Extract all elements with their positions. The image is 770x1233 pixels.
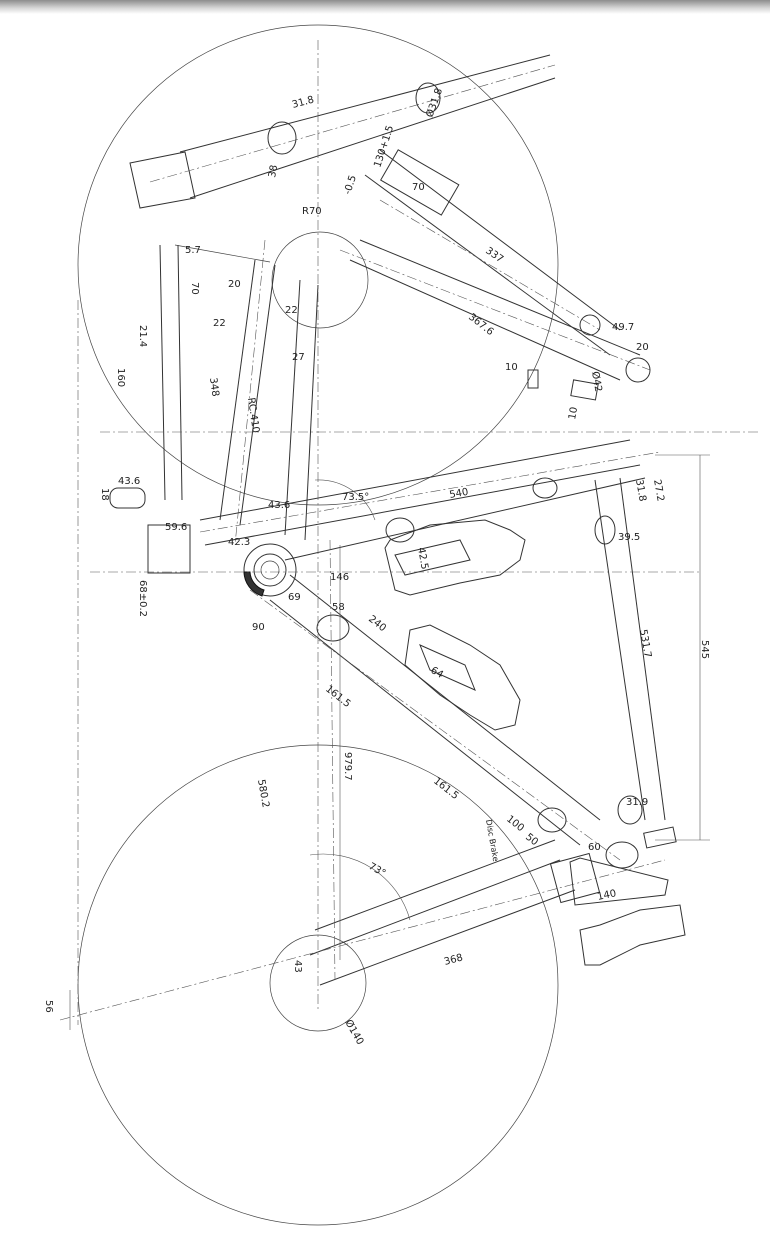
label-d318-right: 31.8 [633, 479, 648, 503]
label-d10a: 10 [505, 362, 518, 373]
label-d146: 146 [330, 572, 349, 583]
label-d540: 540 [449, 487, 470, 501]
label-d68: 68±0.2 [137, 580, 148, 617]
label-d90: 90 [252, 622, 265, 633]
label-d436a: 43.6 [118, 476, 140, 487]
label-phi318-top: Ø31.8 [424, 87, 446, 119]
label-d57: 5.7 [185, 245, 201, 256]
label-d3676: 367.6 [466, 312, 495, 338]
label-d10b: 10 [567, 406, 580, 420]
label-disc: Disc Brake [484, 819, 500, 862]
label-d100: 100 [504, 814, 526, 834]
label-d69: 69 [288, 592, 301, 603]
label-d130: 130+1.5 [372, 124, 396, 169]
label-d5802: 580.2 [255, 779, 271, 809]
label-d64: 64 [429, 665, 446, 681]
label-d58: 58 [332, 602, 345, 613]
label-d368: 368 [443, 952, 464, 968]
label-d272: 27.2 [651, 479, 666, 503]
label-d423: 42.3 [228, 537, 250, 548]
top-shadow-bar [0, 0, 770, 14]
label-d42: Ø42 [589, 370, 604, 392]
label-d240: 240 [366, 614, 388, 634]
handlebar-group [129, 54, 556, 209]
bottom-bracket-group [243, 543, 297, 597]
label-d50: 50 [523, 832, 540, 849]
label-d1615a: 161.5 [323, 684, 352, 710]
label-a73: 73° [367, 861, 388, 879]
label-r70: R70 [302, 206, 322, 217]
label-d60: 60 [588, 842, 601, 853]
label-d214: 21.4 [137, 325, 148, 347]
label-d395: 39.5 [618, 532, 640, 543]
dimension-labels: 31.8 Ø31.8 38 R70 130+1.5 -0.5 70 337 36… [43, 87, 710, 1047]
label-a735: 73.5° [342, 492, 369, 503]
label-d20-left: 20 [228, 279, 241, 290]
label-d05: -0.5 [342, 174, 358, 196]
fork-upper-group [339, 149, 651, 401]
label-d497: 49.7 [612, 322, 634, 333]
label-d22b: 22 [285, 305, 298, 316]
label-d5317: 531.7 [637, 629, 653, 659]
label-d27: 27 [292, 352, 305, 363]
headset-circle [271, 231, 369, 329]
water-bottle-group [384, 519, 526, 731]
rear-triangle-group [59, 826, 686, 1021]
label-rc410: RC.410 [245, 397, 261, 434]
label-d319: 31.9 [626, 797, 648, 808]
seat-angle-arc [309, 853, 411, 921]
label-d348: 348 [207, 377, 221, 397]
label-d337: 337 [483, 245, 505, 265]
head-angle-arc [314, 479, 376, 521]
label-d1615b: 161.5 [431, 776, 460, 802]
seat-tube-group [109, 239, 319, 574]
label-d43: 43 [292, 960, 303, 973]
label-d20-right: 20 [636, 342, 649, 353]
label-d22a: 22 [213, 318, 226, 329]
label-d160: 160 [115, 368, 126, 387]
label-d436b: 43.6 [268, 500, 290, 511]
label-d38: 38 [267, 164, 280, 178]
label-d545: 545 [699, 640, 710, 659]
center-lines-group [69, 40, 760, 1030]
label-d56: 56 [43, 1000, 54, 1013]
label-d596: 59.6 [165, 522, 187, 533]
label-d140: 140 [596, 888, 617, 903]
label-d9797: 979.7 [342, 752, 353, 781]
label-d18: 18 [99, 488, 110, 501]
label-d70-left: 70 [189, 282, 200, 295]
label-d318-top: 31.8 [291, 95, 315, 111]
label-phi140: Ø140 [342, 1018, 366, 1047]
label-d70-top: 70 [412, 182, 425, 193]
label-d42-5: 42.5 [415, 547, 430, 571]
